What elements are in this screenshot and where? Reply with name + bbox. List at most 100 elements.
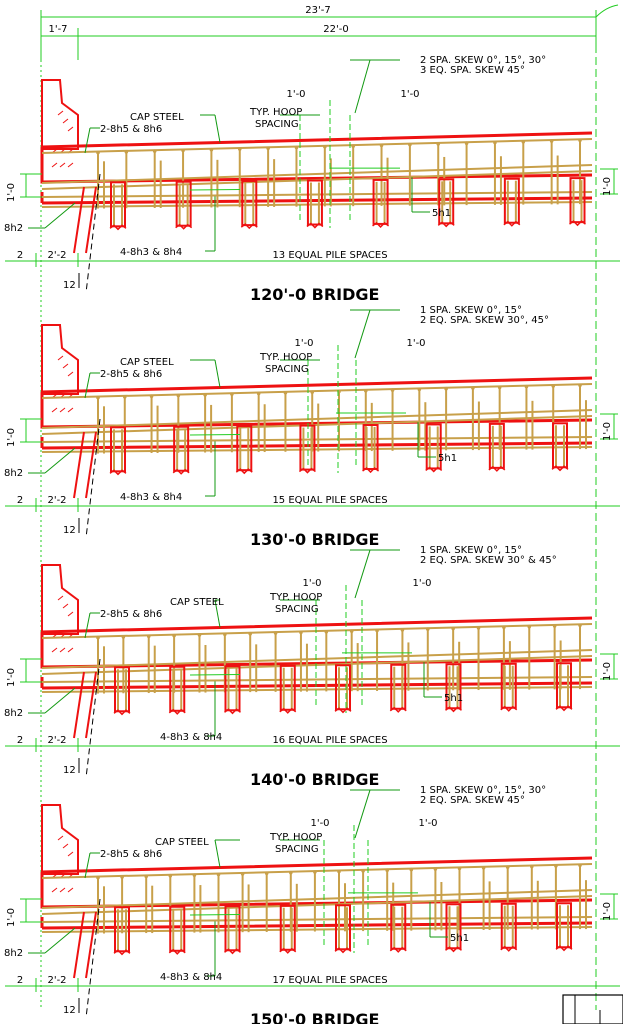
bottom-bars-label: 4-8h3 & 8h4: [120, 492, 182, 503]
break-line: [279, 707, 297, 714]
hatch-mark: [62, 843, 69, 849]
break-line: [113, 709, 131, 716]
battered-pile: [73, 186, 97, 254]
bar-dot: [409, 867, 414, 872]
bar-dot: [152, 149, 157, 153]
spacing-label: SPACING: [275, 604, 319, 615]
hatch-mark: [57, 110, 64, 116]
hatch-mark: [57, 595, 64, 601]
hatch-mark: [62, 118, 69, 124]
bar-dot: [578, 383, 582, 388]
panel-3: 1 SPA. SKEW 0°, 15°2 EQ. SPA. SKEW 30° &…: [4, 545, 620, 789]
pile: [279, 904, 296, 951]
longitudinal-bar: [41, 889, 593, 909]
break-line: [555, 945, 573, 952]
hook-bar-label: 5h1: [432, 208, 451, 219]
pile: [503, 177, 520, 224]
spacing-arrow: [189, 433, 241, 436]
side-bar-label: 8h2: [4, 468, 23, 479]
pile: [279, 664, 296, 711]
bar-dot: [324, 629, 329, 634]
bar-dot: [400, 628, 405, 632]
depth-dim-left: 1'-0: [6, 668, 17, 687]
bar-dot: [476, 626, 481, 630]
hatch-mark: [59, 162, 66, 168]
longitudinal-bar: [41, 895, 593, 915]
pile: [335, 904, 351, 951]
bar-dot: [552, 624, 557, 628]
pile: [552, 422, 568, 469]
bar-dot: [203, 393, 207, 397]
hatch-mark: [51, 407, 58, 413]
typ-hoop-label: TYP. HOOP: [269, 592, 322, 603]
bottom-dim-left: 2: [17, 975, 23, 986]
hatch-mark: [67, 126, 74, 132]
pile: [114, 666, 130, 713]
pile: [500, 902, 517, 949]
bar-dot: [299, 630, 303, 635]
end-block-outline: [41, 804, 79, 875]
top-bars-label: 2-8h5 & 8h6: [100, 609, 162, 620]
hatch-mark: [67, 647, 74, 653]
longitudinal-bar: [41, 649, 593, 669]
bar-dot: [521, 139, 526, 144]
depth-dim-right: 1'-0: [602, 177, 613, 196]
side-bar-label: 8h2: [4, 223, 23, 234]
bar-dot: [497, 385, 502, 390]
bar-dot: [351, 144, 355, 148]
bar-dot: [444, 386, 448, 391]
cap-steel-label: CAP STEEL: [155, 837, 209, 848]
break-line: [168, 948, 186, 955]
pile: [372, 178, 389, 225]
pile: [110, 426, 126, 473]
pile: [114, 906, 130, 953]
hatch-mark: [51, 887, 58, 893]
bar-dot: [172, 633, 176, 638]
bar-dot: [124, 150, 129, 154]
pile-spaces-dim: 15 EQUAL PILE SPACES: [272, 495, 387, 506]
bar-dot: [96, 395, 100, 400]
break-line: [298, 467, 316, 474]
break-line: [113, 949, 131, 956]
battered-pile: [73, 671, 97, 739]
leader: [44, 202, 76, 229]
cap-steel-label: CAP STEEL: [170, 597, 224, 608]
bottom-dim-offset: 2'-2: [47, 250, 66, 261]
break-line: [425, 466, 443, 473]
skew-spacing-note-1: 1 SPA. SKEW 0°, 15°: [420, 305, 522, 316]
hatch-mark: [59, 407, 66, 413]
panel-1: 2 SPA. SKEW 0°, 15°, 30°3 EQ. SPA. SKEW …: [4, 55, 620, 304]
break-line: [551, 465, 569, 472]
bar-dot: [337, 869, 341, 874]
bar-dot: [457, 866, 462, 871]
bar-dot: [273, 631, 278, 635]
side-bar-label: 8h2: [4, 708, 23, 719]
edge-offset-dim: 1'-7: [48, 24, 67, 35]
bridge-panels: 2 SPA. SKEW 0°, 15°, 30°3 EQ. SPA. SKEW …: [4, 55, 620, 1024]
bar-dot: [237, 147, 242, 151]
spacing-arrow: [189, 188, 241, 191]
hatch-mark: [67, 162, 74, 168]
depth-dim-left: 1'-0: [6, 183, 17, 202]
bar-dot: [121, 635, 126, 639]
bar-dot: [192, 873, 197, 877]
bar-dot: [363, 388, 368, 393]
bar-dot: [230, 392, 234, 396]
bottom-dim-left: 2: [17, 735, 23, 746]
title-block-corner: [562, 994, 623, 1024]
overall-width-dim: 23'-7: [305, 5, 330, 16]
bar-dot: [464, 141, 469, 145]
leader: [84, 372, 91, 399]
bar-dot: [96, 635, 100, 640]
bridge-title: 150'-0 BRIDGE: [250, 1010, 379, 1024]
break-line: [334, 947, 352, 954]
break-line: [500, 705, 518, 712]
bar-dot: [248, 631, 253, 636]
cap-steel-label: CAP STEEL: [120, 357, 174, 368]
break-line: [389, 706, 407, 713]
bottom-dim-left: 2: [17, 495, 23, 506]
hoop-spacing-dim-b: 1'-0: [400, 89, 419, 100]
break-line: [306, 222, 324, 229]
break-line: [224, 948, 241, 955]
bar-dot: [264, 871, 269, 876]
